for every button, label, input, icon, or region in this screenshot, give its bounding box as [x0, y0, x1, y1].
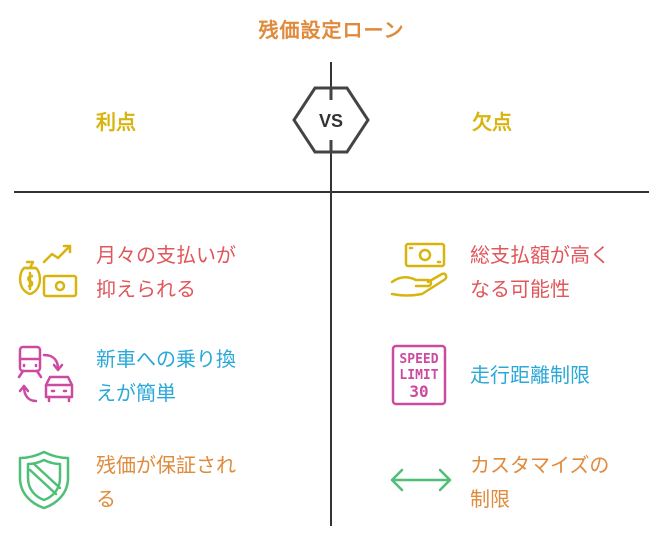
pros-heading: 利点	[96, 110, 136, 134]
shield-icon	[18, 450, 70, 510]
pros-item-3-text: 残価が保証される	[96, 453, 236, 511]
page-title: 残価設定ローン	[258, 18, 405, 42]
cons-item-2-text: 走行距離制限	[470, 363, 590, 387]
pros-item-1-text: 月々の支払いが抑えられる	[96, 243, 236, 301]
car-train-exchange-icon	[17, 345, 74, 403]
speed-limit-sign-icon: SPEED LIMIT 30	[391, 344, 447, 406]
cons-heading: 欠点	[472, 110, 512, 134]
pros-item-2-text: 新車への乗り換えが簡単	[96, 347, 236, 405]
cons-item-1-text: 総支払額が高くなる可能性	[470, 243, 610, 301]
vs-badge: VS	[292, 86, 370, 154]
sign-limit-text: LIMIT	[399, 368, 438, 383]
money-hand-icon	[18, 244, 78, 298]
double-arrow-icon	[390, 468, 452, 492]
sign-number-text: 30	[409, 382, 428, 401]
sign-speed-text: SPEED	[399, 352, 438, 367]
vs-label: VS	[319, 111, 343, 131]
cons-item-3-text: カスタマイズの制限	[470, 453, 610, 511]
cash-hand-icon	[390, 242, 448, 297]
